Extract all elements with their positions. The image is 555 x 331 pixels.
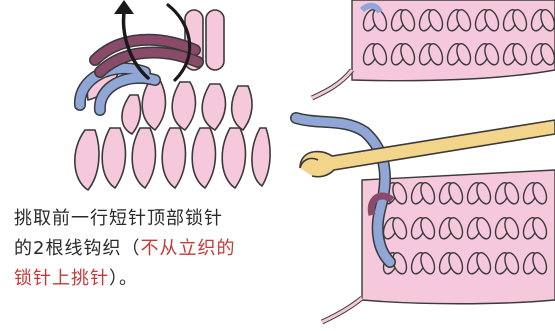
right-top-swatch — [312, 0, 555, 98]
caption-highlight-b: 锁针上挑针 — [14, 268, 109, 289]
right-bottom-swatch — [296, 118, 555, 322]
caption-line-2: 的2根线钩织（不从立织的 — [14, 234, 296, 264]
caption-suffix: ）。 — [109, 268, 138, 289]
caption-line-2-prefix: 的2根线钩织（ — [14, 238, 140, 259]
caption-line-3: 锁针上挑针）。 — [14, 264, 296, 294]
instruction-caption: 挑取前一行短针顶部锁针 的2根线钩织（不从立织的 锁针上挑针）。 — [14, 204, 296, 294]
left-swatch-detail — [75, 0, 270, 190]
caption-line-1: 挑取前一行短针顶部锁针 — [14, 204, 296, 234]
caption-highlight-a: 不从立织的 — [140, 238, 235, 259]
